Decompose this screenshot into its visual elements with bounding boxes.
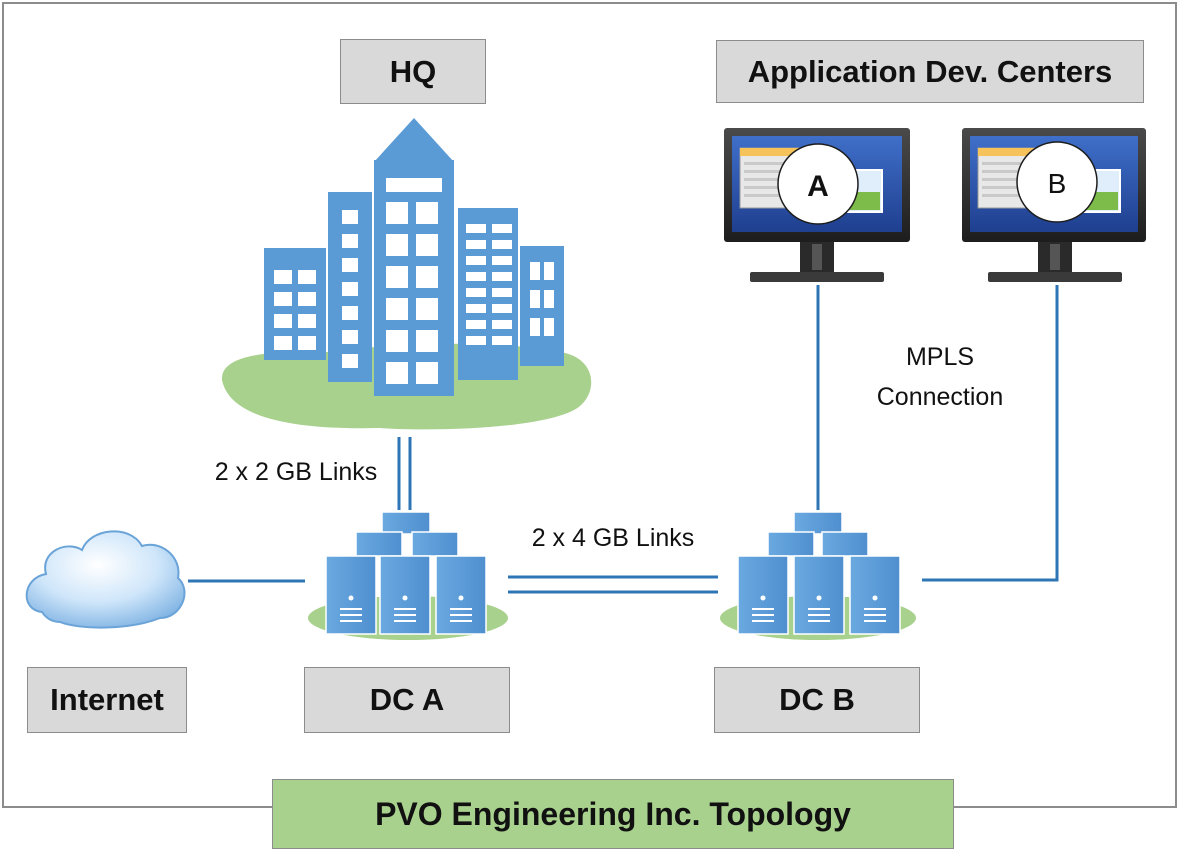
internet-label: Internet — [27, 667, 187, 733]
monitor-a-icon — [724, 128, 910, 282]
connection-lines — [188, 285, 1059, 594]
cloud-icon — [25, 530, 186, 629]
dcb-server-icon — [720, 511, 916, 640]
dca-server-icon — [308, 511, 508, 640]
hq-dca-link-label: 2 x 2 GB Links — [214, 458, 378, 486]
mpls-label-line1: MPLS — [905, 343, 975, 371]
app-dev-centers-label: Application Dev. Centers — [716, 40, 1144, 103]
dc-a-label: DC A — [304, 667, 510, 733]
hq-building-icon — [221, 118, 592, 430]
dc-b-label: DC B — [714, 667, 920, 733]
hq-label: HQ — [340, 39, 486, 104]
monitor-a-label: A — [807, 170, 829, 203]
monitor-b-icon — [962, 128, 1146, 282]
mpls-link-b — [922, 285, 1059, 582]
dca-dcb-link-label: 2 x 4 GB Links — [531, 524, 695, 552]
monitor-b-label: B — [1048, 168, 1067, 199]
diagram-title: PVO Engineering Inc. Topology — [272, 779, 954, 849]
mpls-label-line2: Connection — [876, 383, 1004, 411]
